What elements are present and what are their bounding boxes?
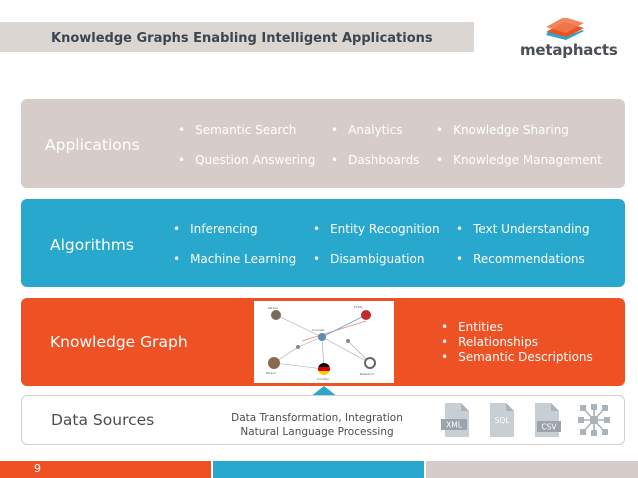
bullet-item: •Relationships [441, 335, 538, 349]
network-icon [578, 404, 610, 436]
bullet-item: •Dashboards [331, 153, 420, 167]
footer-bar-blue [213, 461, 424, 478]
bullet-item: •Semantic Descriptions [441, 350, 593, 364]
footer-bar-orange [0, 461, 211, 478]
knowledge-graph-layer: Knowledge Graph [21, 298, 625, 386]
bullet-item: •Text Understanding [456, 222, 590, 236]
flag-node [318, 363, 330, 375]
xml-file-icon: XML [441, 403, 469, 437]
algorithms-label: Algorithms [50, 236, 134, 254]
applications-label: Applications [45, 136, 140, 154]
logo-mark-icon [546, 18, 584, 40]
bullet-item: •Semantic Search [178, 123, 297, 137]
bullet-item: •Knowledge Management [436, 153, 602, 167]
bullet-item: •Entities [441, 320, 503, 334]
svg-text:Country: Country [317, 377, 329, 381]
graph-node [364, 357, 376, 369]
svg-text:Concept: Concept [312, 328, 325, 332]
logo: metaphacts [520, 18, 618, 62]
data-sources-layer: Data Sources Data Transformation, Integr… [21, 395, 625, 445]
svg-text:Person: Person [266, 371, 276, 375]
logo-text: metaphacts [520, 41, 618, 59]
bullet-item: •Knowledge Sharing [436, 123, 569, 137]
csv-file-icon: CSV [535, 403, 561, 437]
svg-text:Person: Person [268, 306, 278, 310]
bullet-item: •Question Answering [178, 153, 316, 167]
bullet-item: •Disambiguation [313, 252, 425, 266]
algorithms-layer: Algorithms •Inferencing •Entity Recognit… [21, 199, 625, 287]
page-number: 9 [34, 462, 41, 475]
footer-bar-grey [426, 461, 638, 478]
graph-node [268, 357, 280, 369]
svg-text:Entity: Entity [354, 305, 363, 309]
bullet-item: •Entity Recognition [313, 222, 440, 236]
bullet-item: •Recommendations [456, 252, 585, 266]
svg-text:XML: XML [446, 421, 463, 430]
bullet-item: •Inferencing [173, 222, 258, 236]
title-bar [0, 22, 474, 52]
graph-node [318, 333, 326, 341]
knowledge-graph-label: Knowledge Graph [50, 333, 188, 351]
svg-text:CSV: CSV [541, 423, 557, 432]
graph-node [346, 339, 350, 343]
bullet-item: •Machine Learning [173, 252, 297, 266]
graph-node [296, 345, 300, 349]
applications-layer: Applications •Semantic Search •Analytics… [21, 99, 625, 188]
svg-text:Research: Research [360, 372, 374, 376]
bullet-item: •Analytics [331, 123, 403, 137]
page-title: Knowledge Graphs Enabling Intelligent Ap… [51, 31, 433, 46]
svg-text:SQL: SQL [495, 416, 511, 425]
sql-file-icon: SQL [490, 403, 514, 437]
knowledge-graph-diagram: Person Entity Concept Person Country Res… [254, 301, 394, 383]
data-sources-caption: Data Transformation, Integration Natural… [231, 412, 403, 438]
graph-node [271, 310, 281, 320]
graph-node [361, 310, 371, 320]
data-sources-label: Data Sources [51, 411, 155, 429]
